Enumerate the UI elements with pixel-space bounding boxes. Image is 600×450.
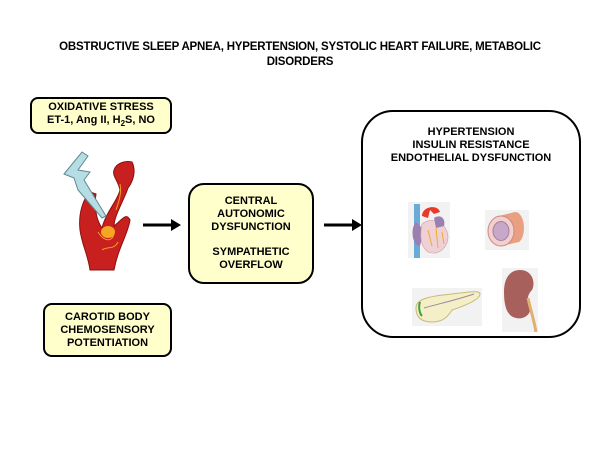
central-line-2: AUTONOMIC <box>217 208 285 220</box>
mediators-text: ET-1, Ang II, H <box>47 113 121 126</box>
mediators-text-end: S, NO <box>125 113 155 126</box>
pancreas-icon <box>412 288 482 326</box>
central-autonomic-box: CENTRAL AUTONOMIC DYSFUNCTION SYMPATHETI… <box>188 183 314 284</box>
arrow-to-outcomes <box>324 219 362 231</box>
central-line-3: DYSFUNCTION <box>211 221 291 233</box>
arrow-to-central <box>143 219 181 231</box>
kidney-icon <box>502 268 538 332</box>
carotid-body-line-1: CAROTID BODY <box>65 310 150 323</box>
carotid-body-icon <box>79 161 135 271</box>
carotid-body-box: CAROTID BODY CHEMOSENSORY POTENTIATION <box>43 303 172 357</box>
diagram-title: OBSTRUCTIVE SLEEP APNEA, HYPERTENSION, S… <box>40 40 560 70</box>
blood-vessel-icon <box>485 210 529 250</box>
carotid-body-line-2: CHEMOSENSORY <box>60 323 155 336</box>
oxidative-stress-box: OXIDATIVE STRESS ET-1, Ang II, H2S, NO <box>30 97 172 134</box>
carotid-body-illustration <box>63 151 135 271</box>
mediators-subscript: 2 <box>120 119 126 129</box>
central-line-1: CENTRAL <box>224 195 278 207</box>
heart-icon <box>408 202 450 258</box>
sympathetic-line-1: SYMPATHETIC <box>212 246 290 258</box>
outcomes-header: HYPERTENSION INSULIN RESISTANCE ENDOTHEL… <box>363 126 579 165</box>
oxidative-stress-mediators: ET-1, Ang II, H2S, NO <box>47 114 155 130</box>
outcome-endothelial-dysfunction: ENDOTHELIAL DYSFUNCTION <box>390 152 552 164</box>
oxidative-stress-label: OXIDATIVE STRESS <box>48 100 154 113</box>
outcomes-box: HYPERTENSION INSULIN RESISTANCE ENDOTHEL… <box>361 110 581 338</box>
sympathetic-line-2: OVERFLOW <box>219 259 283 271</box>
title-line-2: DISORDERS <box>266 56 334 68</box>
lightning-bolt-icon <box>63 151 107 219</box>
outcome-insulin-resistance: INSULIN RESISTANCE <box>412 139 530 151</box>
carotid-body-line-3: POTENTIATION <box>66 336 149 349</box>
outcome-hypertension: HYPERTENSION <box>427 126 515 138</box>
title-line-1: OBSTRUCTIVE SLEEP APNEA, HYPERTENSION, S… <box>59 41 541 53</box>
